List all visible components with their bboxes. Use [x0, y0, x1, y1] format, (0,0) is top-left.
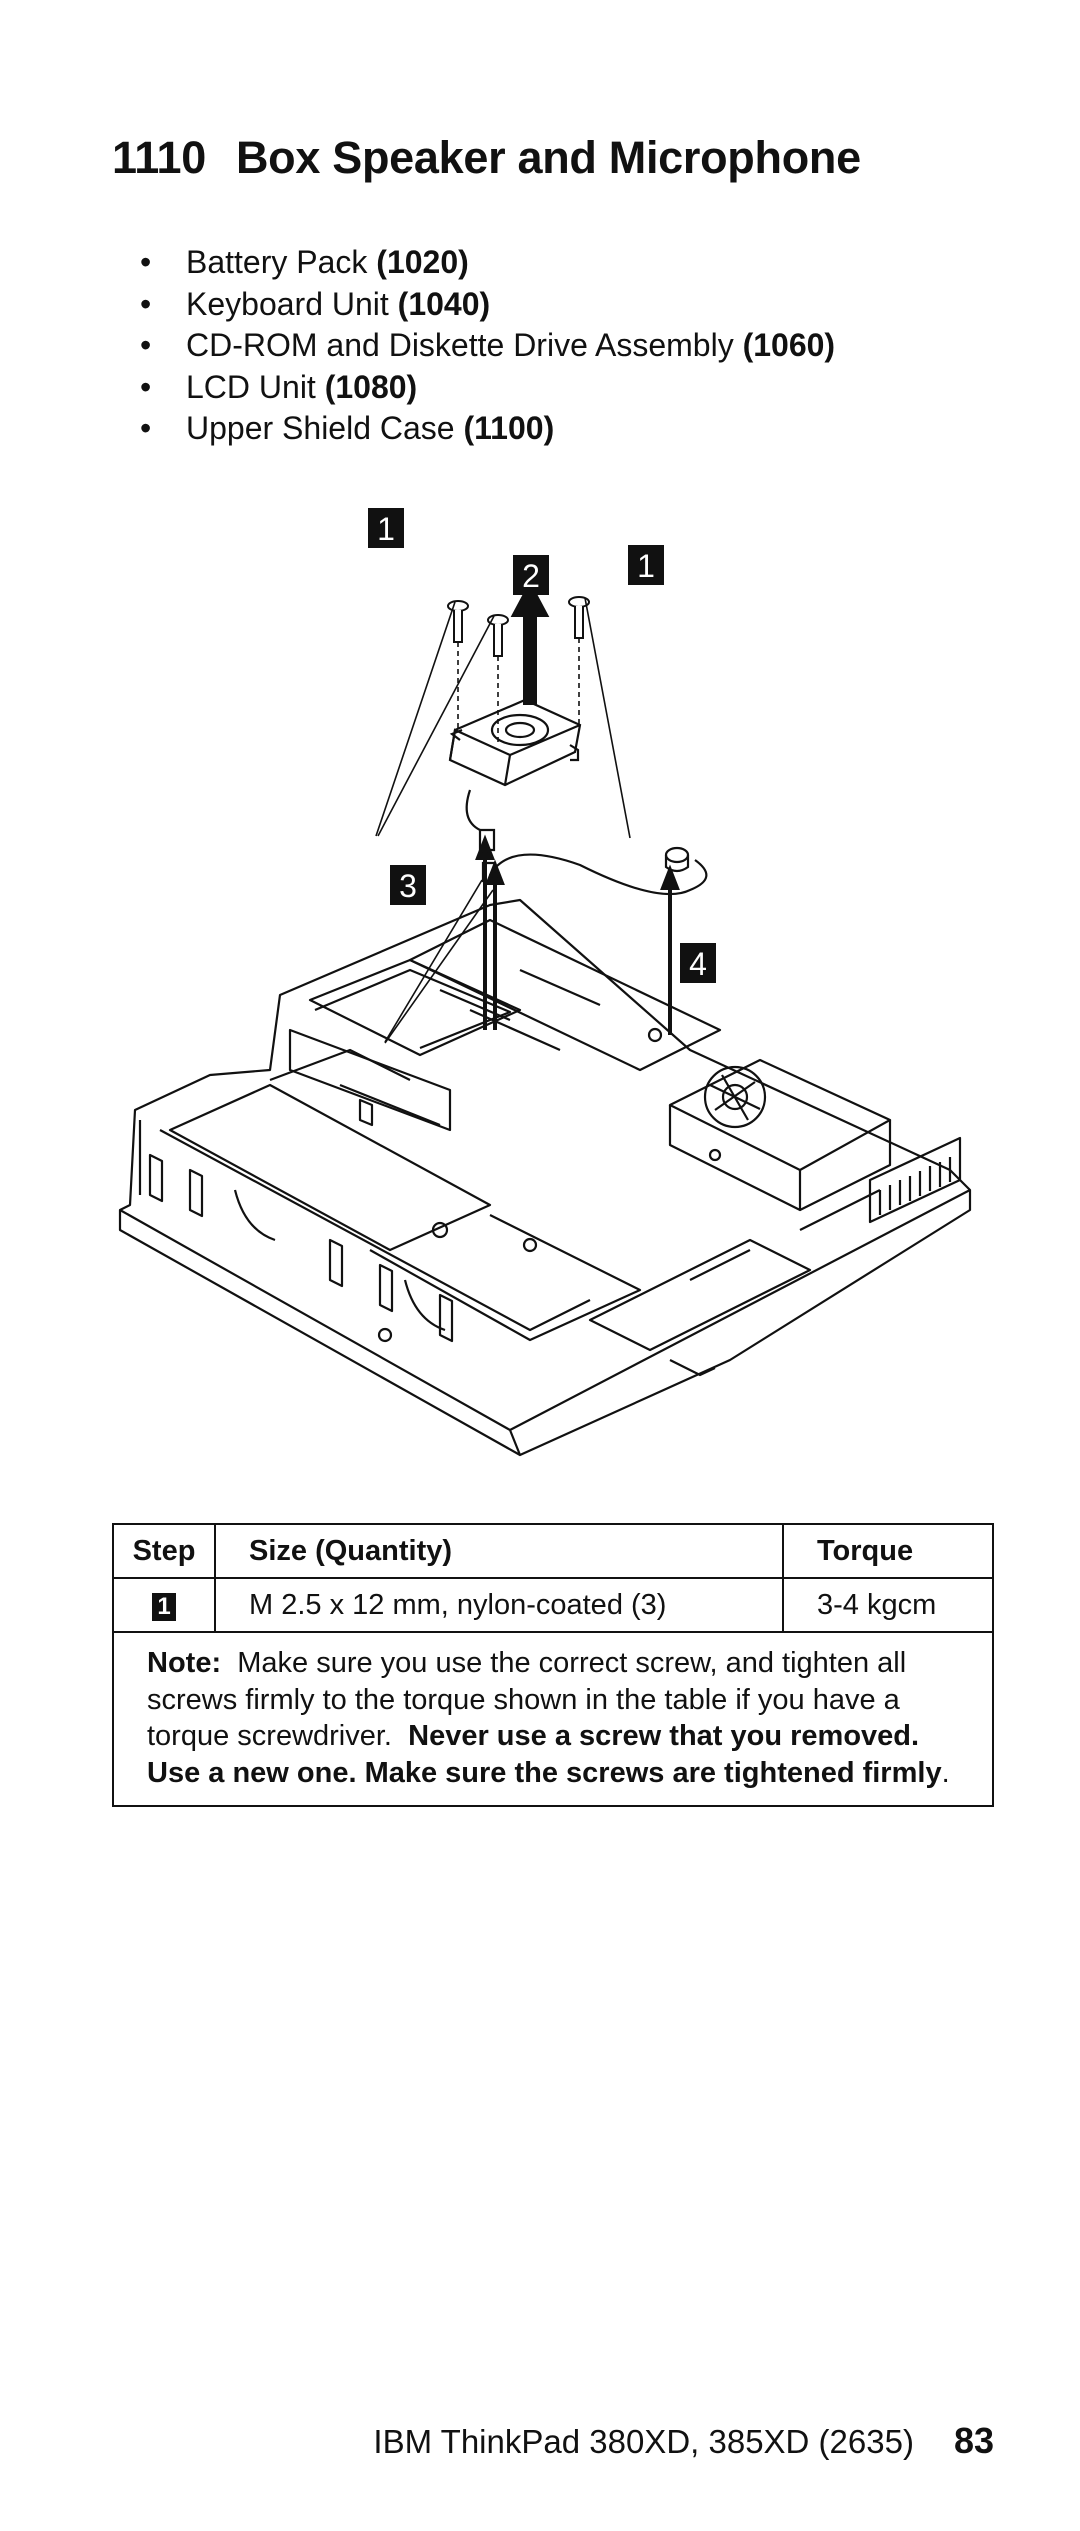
box-speaker-drawing	[448, 698, 582, 852]
svg-text:1: 1	[377, 511, 395, 547]
table-row: 1 M 2.5 x 12 mm, nylon-coated (3) 3-4 kg…	[112, 1577, 994, 1633]
svg-text:4: 4	[689, 946, 707, 982]
step-cell: 1	[112, 1577, 216, 1633]
note-cell: Note: Make sure you use the correct scre…	[112, 1631, 994, 1807]
laptop-base-drawing	[118, 898, 972, 1457]
prerequisite-item: •Keyboard Unit (1040)	[140, 285, 491, 322]
section-title: 1110 Box Speaker and Microphone	[112, 132, 861, 184]
step-badge: 1	[152, 1592, 176, 1621]
section-title-text: Box Speaker and Microphone	[235, 132, 861, 183]
note-end: .	[941, 1756, 950, 1789]
step-column-header: Step	[112, 1523, 216, 1579]
torque-column-header: Torque	[782, 1523, 994, 1579]
note-warning: Never use a screw that you removed. Use …	[147, 1720, 942, 1789]
exploded-view-illustration: 1 2 1 3 4	[118, 508, 972, 1457]
prerequisite-item: •Upper Shield Case (1100)	[140, 410, 555, 446]
svg-text:3: 3	[399, 868, 417, 904]
leader-lines	[375, 597, 631, 1044]
callout-1-left: 1	[368, 508, 404, 548]
prerequisite-code: (1020)	[376, 244, 469, 280]
torque-cell: 3-4 kgcm	[782, 1577, 994, 1633]
removal-arrows	[475, 580, 680, 1035]
prerequisite-text: Upper Shield Case	[186, 410, 455, 446]
section-number: 1110	[112, 132, 206, 183]
callout-3: 3	[390, 865, 426, 905]
prerequisite-text: CD-ROM and Diskette Drive Assembly	[186, 327, 734, 363]
note-row: Note: Make sure you use the correct scre…	[112, 1631, 994, 1807]
size-cell: M 2.5 x 12 mm, nylon-coated (3)	[214, 1577, 784, 1633]
screw-guide-lines	[457, 638, 580, 745]
prerequisite-code: (1100)	[463, 410, 555, 446]
prerequisite-item: •LCD Unit (1080)	[140, 368, 418, 405]
prerequisite-list: •Battery Pack (1020) •Keyboard Unit (104…	[140, 242, 835, 450]
note-text: Make sure you use the correct screw, and…	[147, 1647, 907, 1752]
note-label: Note:	[147, 1647, 222, 1679]
prerequisite-code: (1060)	[742, 327, 836, 363]
prerequisite-item: •CD-ROM and Diskette Drive Assembly (106…	[140, 327, 836, 363]
prerequisite-code: (1080)	[324, 368, 418, 405]
callout-1-right: 1	[628, 545, 664, 585]
footer-product: IBM ThinkPad 380XD, 385XD (2635)	[373, 2423, 914, 2460]
page-number: 83	[953, 2420, 994, 2461]
prerequisite-text: LCD Unit	[186, 368, 316, 405]
size-column-header: Size (Quantity)	[214, 1523, 784, 1579]
page-footer: IBM ThinkPad 380XD, 385XD (2635) 83	[373, 2420, 994, 2462]
table-header-row: Step Size (Quantity) Torque	[112, 1523, 994, 1579]
callout-4: 4	[680, 943, 716, 983]
svg-text:2: 2	[522, 558, 540, 594]
svg-text:1: 1	[637, 548, 655, 584]
prerequisite-text: Battery Pack	[186, 244, 368, 280]
callout-2: 2	[513, 555, 549, 595]
prerequisite-item: •Battery Pack (1020)	[140, 244, 469, 280]
prerequisite-code: (1040)	[397, 285, 491, 322]
screw-torque-table: Step Size (Quantity) Torque 1 M 2.5 x 12…	[112, 1523, 994, 1807]
prerequisite-text: Keyboard Unit	[186, 285, 389, 322]
